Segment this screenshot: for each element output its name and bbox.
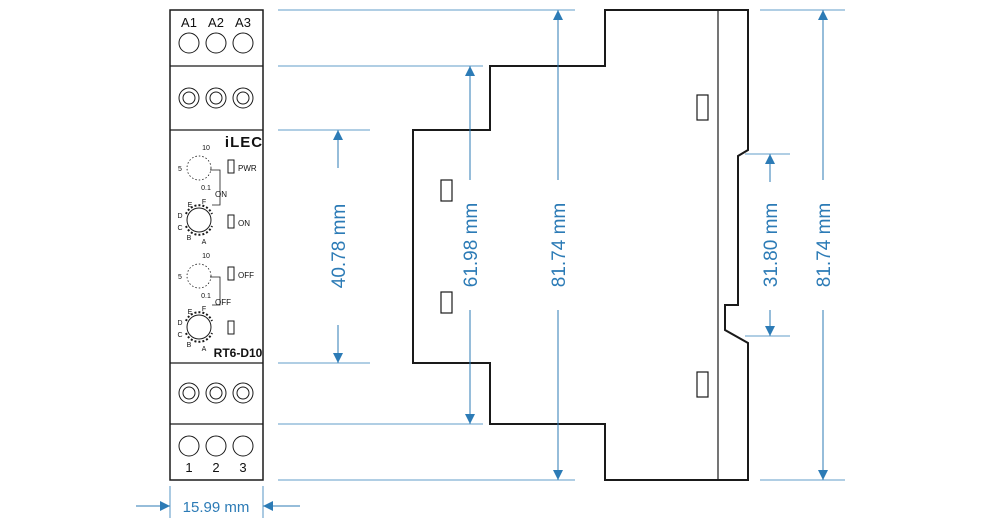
- knob-scale-min: 0.1: [201, 185, 211, 192]
- knob-scale-c: C: [177, 332, 182, 339]
- dimension-total-height-right: 81.74 mm: [814, 203, 835, 287]
- knob-scale-d: D: [177, 320, 182, 327]
- front-housing: [169, 9, 264, 481]
- knob-scale-max: 10: [202, 253, 210, 260]
- knob-scale-max: 10: [202, 145, 210, 152]
- middle-height-dimension: 61.98 mm: [461, 66, 482, 424]
- knob-scale-f: F: [202, 199, 206, 206]
- time-scale-knob-off: F E D C B A: [177, 306, 213, 353]
- side-slot: [696, 94, 709, 121]
- led-on: [227, 214, 235, 229]
- knob-scale-mid: 5: [178, 274, 182, 281]
- knob-label-off: OFF: [215, 298, 231, 307]
- knob-scale-b: B: [187, 342, 192, 349]
- front-view: A1 A2 A3 iLEC 10 5 0.1 ON: [169, 9, 264, 481]
- knob-scale-e: E: [188, 202, 193, 209]
- time-range-knob-off: 10 5 0.1: [178, 253, 212, 300]
- side-profile-outline: [412, 9, 749, 481]
- terminal-screw: [232, 32, 254, 54]
- rail-height-dimension: 31.80 mm: [761, 154, 782, 336]
- side-slot: [440, 291, 453, 314]
- screw-row-upper: [178, 87, 254, 109]
- knob-scale-min: 0.1: [201, 293, 211, 300]
- extension-lines: [278, 9, 845, 481]
- side-slot: [696, 371, 709, 398]
- dimension-width: 15.99 mm: [183, 499, 250, 516]
- knob-scale-a: A: [202, 346, 207, 353]
- knob-scale-b: B: [187, 235, 192, 242]
- knob-scale-f: F: [202, 306, 206, 313]
- dimension-window-height: 40.78 mm: [329, 204, 350, 288]
- terminal-label-1: 1: [185, 460, 192, 475]
- brand-logo: iLEC: [225, 134, 263, 151]
- total-height-dimension-right: 81.74 mm: [814, 10, 835, 480]
- led-blank: [227, 320, 235, 335]
- terminal-label-a1: A1: [181, 15, 197, 30]
- terminal-label-3: 3: [239, 460, 246, 475]
- terminal-screw: [178, 32, 200, 54]
- led-pwr: [227, 159, 235, 174]
- led-off: [227, 266, 235, 281]
- dimension-rail-height: 31.80 mm: [761, 203, 782, 287]
- terminal-screw: [232, 435, 254, 457]
- knob-scale-e: E: [188, 309, 193, 316]
- knob-label-on: ON: [215, 190, 227, 199]
- terminal-label-a3: A3: [235, 15, 251, 30]
- time-scale-knob-on: F E D C B A: [177, 199, 213, 246]
- led-label-on: ON: [238, 219, 250, 228]
- model-label: RT6-D10: [214, 346, 263, 360]
- led-label-off: OFF: [238, 271, 254, 280]
- terminal-screw: [178, 435, 200, 457]
- window-height-dimension: 40.78 mm: [329, 130, 350, 363]
- terminal-screw: [205, 32, 227, 54]
- terminal-label-2: 2: [212, 460, 219, 475]
- time-range-knob-on: 10 5 0.1: [178, 145, 212, 192]
- knob-scale-a: A: [202, 239, 207, 246]
- dimension-total-height: 81.74 mm: [549, 203, 570, 287]
- dimension-middle-height: 61.98 mm: [461, 203, 482, 287]
- total-height-dimension: 81.74 mm: [549, 10, 570, 480]
- terminal-label-a2: A2: [208, 15, 224, 30]
- knob-scale-mid: 5: [178, 166, 182, 173]
- knob-scale-c: C: [177, 225, 182, 232]
- led-label-pwr: PWR: [238, 164, 257, 173]
- side-slot: [440, 179, 453, 202]
- screw-row-lower: [178, 382, 254, 404]
- knob-scale-d: D: [177, 213, 182, 220]
- terminal-screw: [205, 435, 227, 457]
- side-view: [412, 9, 749, 481]
- width-dimension: 15.99 mm: [136, 486, 300, 518]
